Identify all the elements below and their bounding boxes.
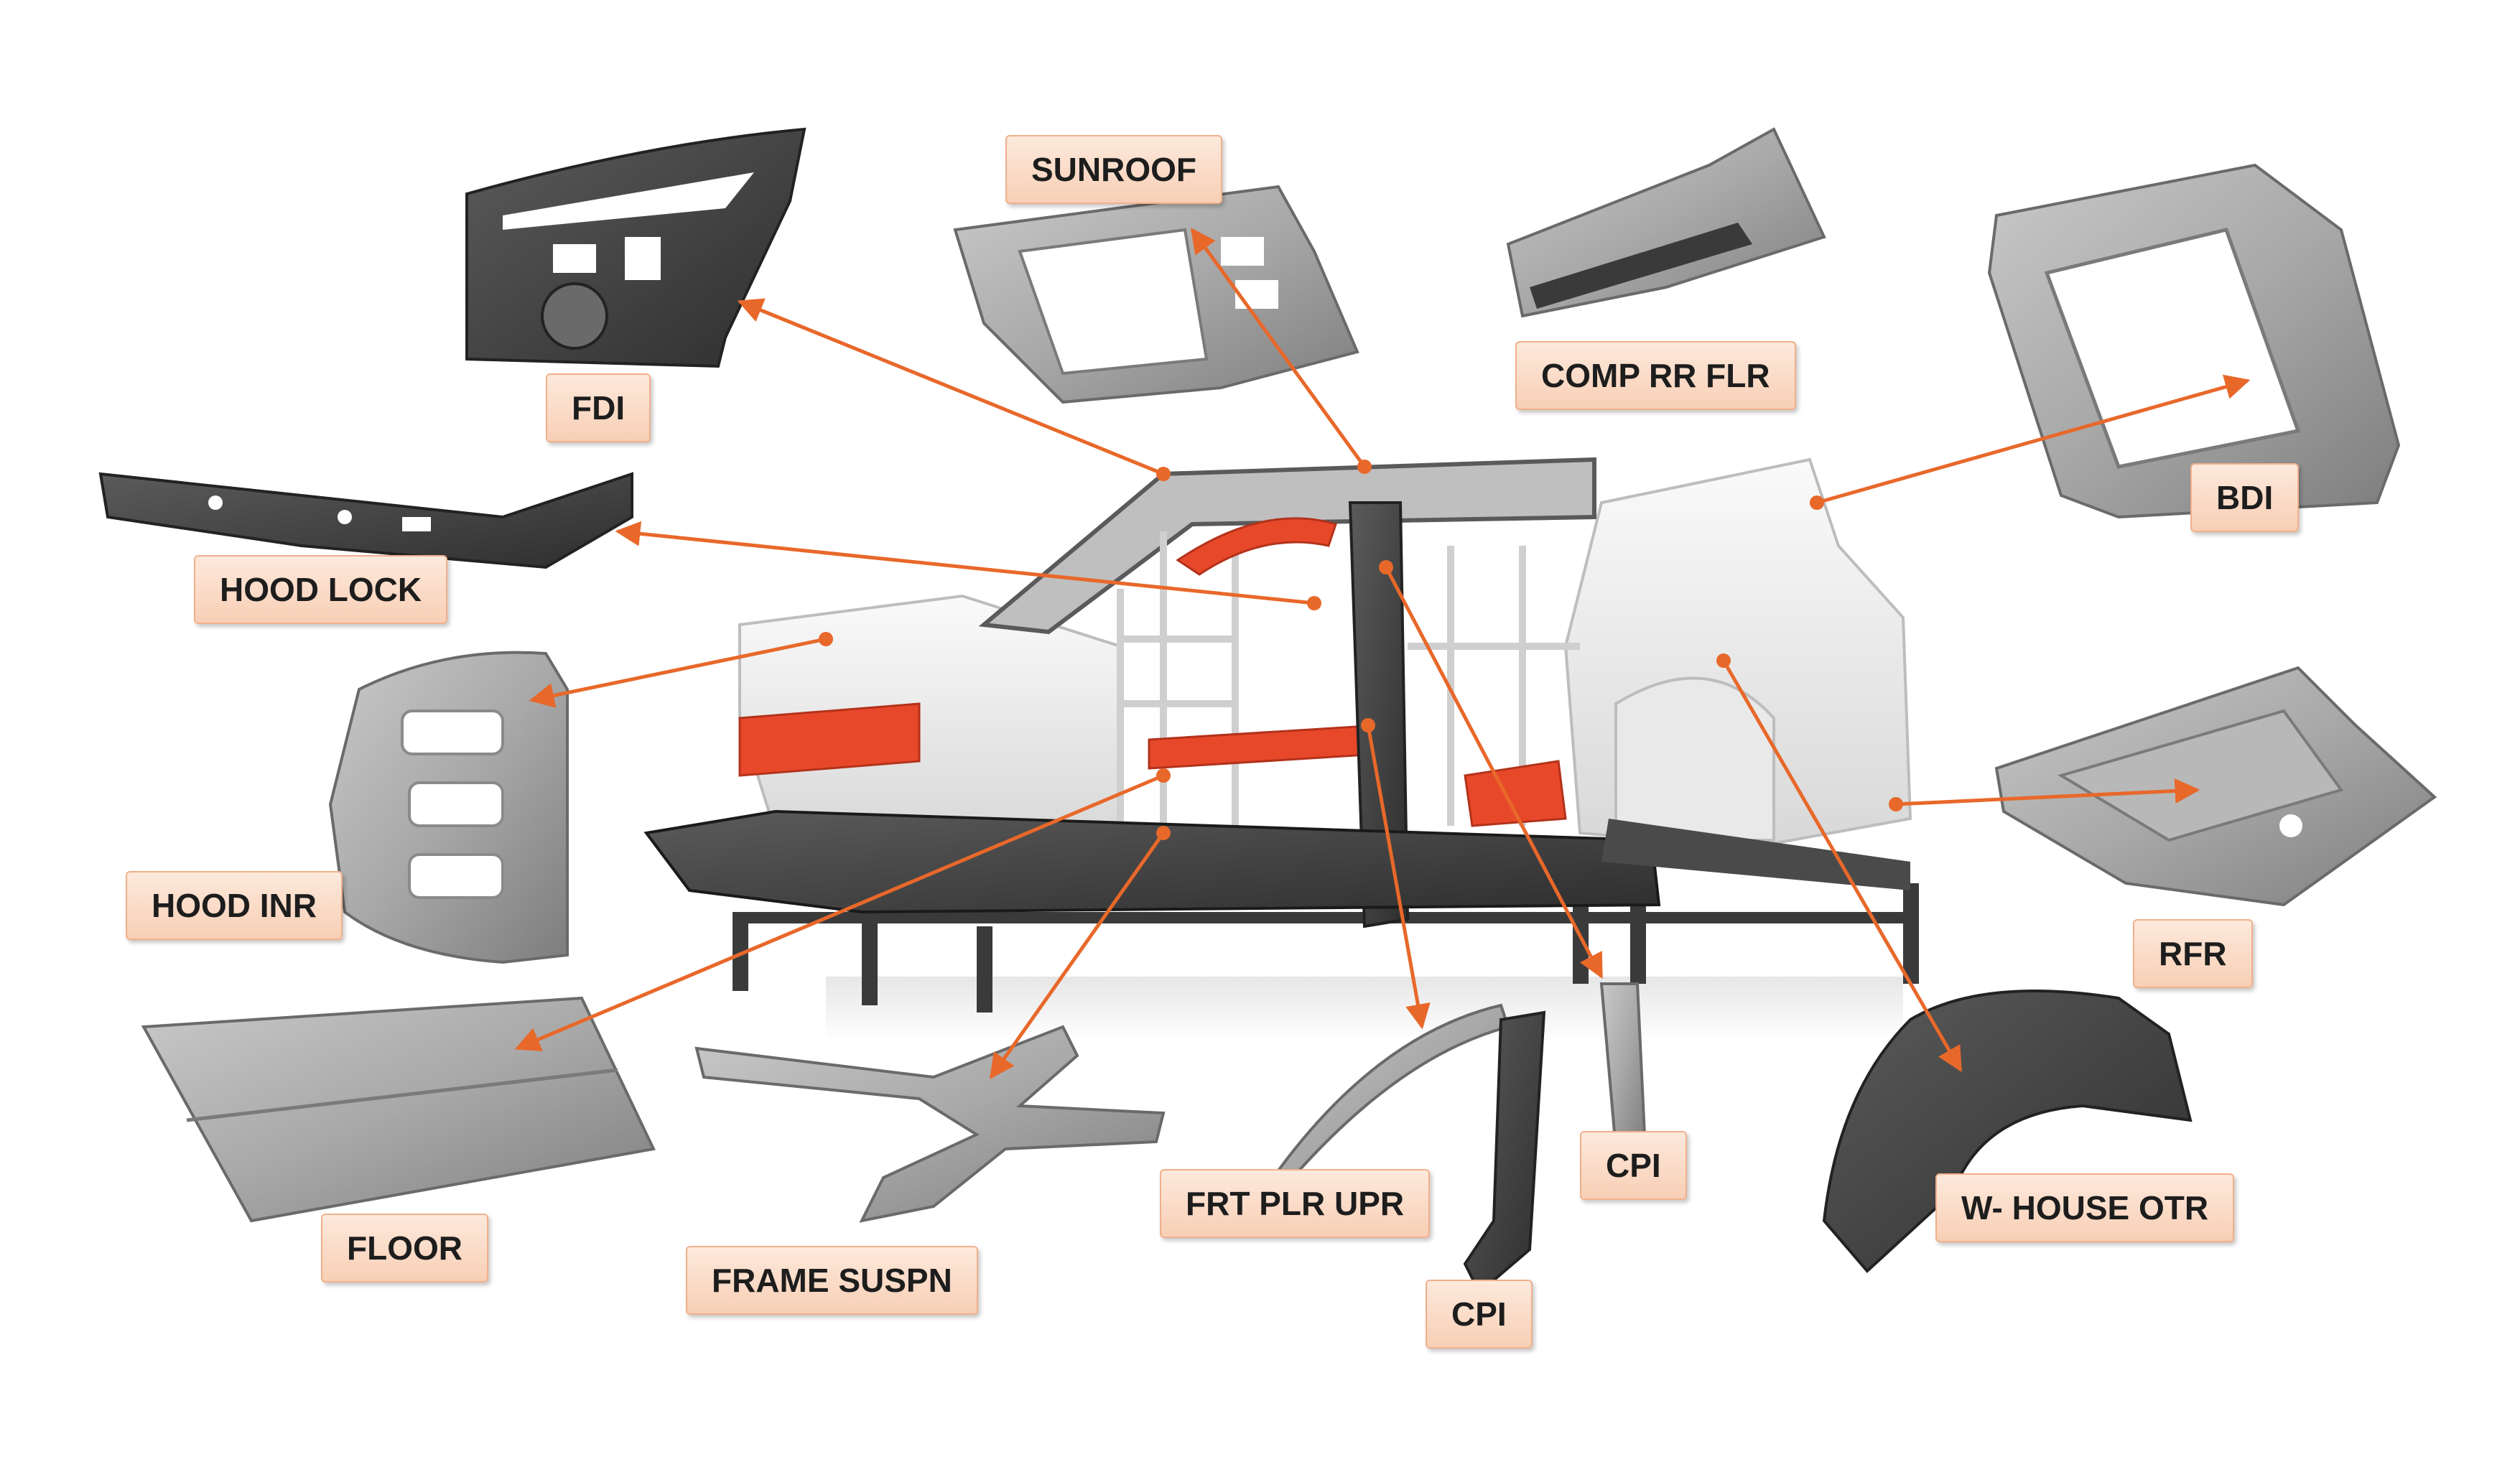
support-stand <box>733 883 1919 1013</box>
cpi-lower-part <box>1463 1010 1546 1295</box>
arrow-cpi <box>1384 566 1604 979</box>
label-frame-suspn: FRAME SUSPN <box>686 1246 978 1315</box>
label-w-house-otr: W- HOUSE OTR <box>1935 1173 2235 1242</box>
arrow-frt-plr-upr <box>1366 725 1431 1030</box>
fdi-part <box>465 127 806 368</box>
label-sunroof: SUNROOF <box>1005 135 1222 204</box>
label-rfr: RFR <box>2133 919 2253 988</box>
cpi-upper-part <box>1599 982 1647 1152</box>
label-floor: FLOOR <box>321 1214 488 1283</box>
label-hood-lock: HOOD LOCK <box>194 555 448 624</box>
floor-shadow <box>826 977 1903 1041</box>
arrow-rfr <box>1895 778 2200 806</box>
label-fdi: FDI <box>546 373 651 442</box>
label-bdi: BDI <box>2190 463 2300 532</box>
side-sill <box>643 809 1661 914</box>
hood-lock-part <box>98 472 633 569</box>
rfr-part <box>1994 666 2437 907</box>
cabin-frame <box>978 457 1596 635</box>
label-frt-plr-upr: FRT PLR UPR <box>1160 1169 1431 1238</box>
frt-plr-upr-part <box>1275 1003 1510 1180</box>
hood-inr-part <box>328 651 569 964</box>
arrow-sunroof <box>1190 228 1367 468</box>
label-cpi-lower: CPI <box>1426 1280 1533 1349</box>
sunroof-part <box>953 185 1359 404</box>
floor-part <box>141 996 656 1223</box>
label-cpi-upper: CPI <box>1580 1131 1687 1200</box>
red-members <box>738 517 1567 827</box>
frame-suspn-part <box>694 1025 1166 1223</box>
arrow-w-house-otr <box>1721 659 1963 1073</box>
arrow-bdi <box>1816 374 2251 505</box>
arrow-origin-dots <box>819 460 1903 840</box>
leader-arrows <box>514 228 2251 1079</box>
arrow-fdi <box>737 298 1164 476</box>
b-pillar <box>1348 501 1410 928</box>
arrow-hood-inr <box>529 637 827 708</box>
comp-rr-flr-part <box>1506 127 1826 318</box>
arrow-floor <box>514 773 1164 1051</box>
label-comp-rr-flr: COMP RR FLR <box>1515 341 1796 410</box>
label-hood-inr: HOOD INR <box>126 871 343 940</box>
w-house-otr-part <box>1822 990 2193 1273</box>
arrow-frame-suspn <box>989 832 1166 1079</box>
bdi-part <box>1987 163 2401 519</box>
car-body <box>643 457 1919 1013</box>
arrow-hood-lock <box>615 521 1315 605</box>
